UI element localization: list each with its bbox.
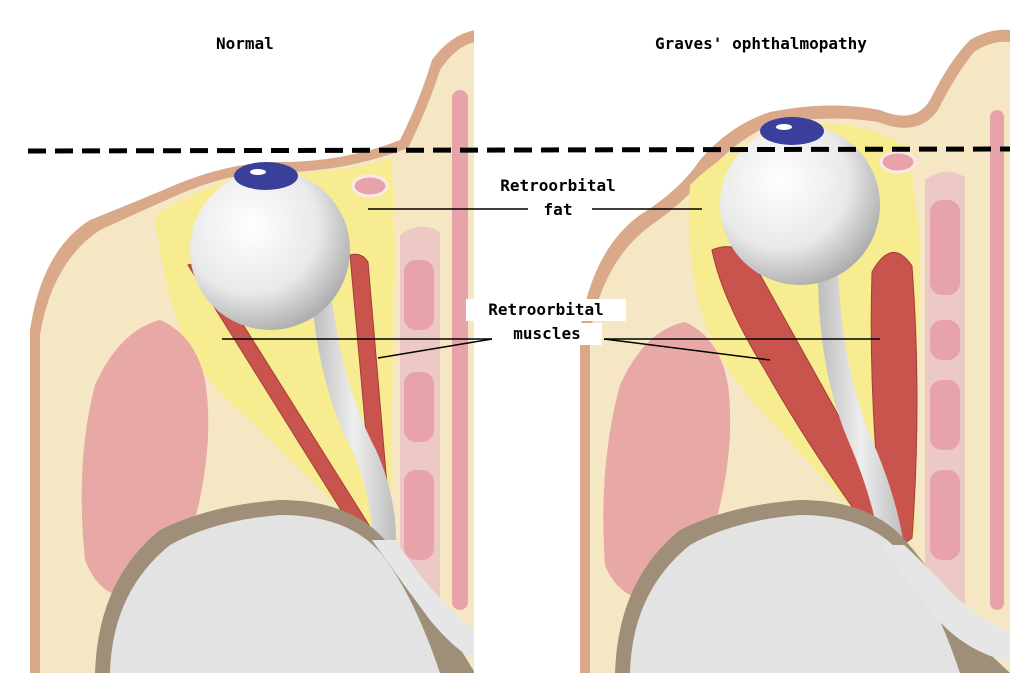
retroorbital-fat-label-line1: Retroorbital [478,175,638,197]
retroorbital-fat-label-line2: fat [528,199,588,221]
sinus-cell [930,200,960,295]
nerve-vessel [879,150,917,174]
sinus-cell [930,320,960,360]
sinus-cell [990,110,1004,610]
retroorbital-muscles-label-line1: Retroorbital [466,299,626,321]
iris [234,162,298,190]
sinus-cell [930,380,960,450]
cornea-highlight [776,124,792,130]
sinus-cell [404,260,434,330]
normal-title: Normal [216,34,274,53]
optic-tract [372,540,475,660]
sinus-cell [404,470,434,560]
sinus-cell [404,372,434,442]
retroorbital-muscles-label-line2: muscles [492,323,602,345]
brain [630,515,960,673]
sinus-cell [930,470,960,560]
graves-panel [580,29,1010,673]
reference-dashed-line [27,146,1011,154]
nerve-vessel [351,174,389,198]
iris [760,117,824,145]
normal-panel [30,30,475,673]
muscle-leader-right-medial [603,338,771,361]
optic-nerve [312,300,396,540]
muscle-leader-left-lateral [377,338,493,359]
optic-tract [880,545,1010,662]
proptotic-eyeball [720,125,880,285]
eyeball [190,170,350,330]
graves-title: Graves' ophthalmopathy [655,34,867,53]
cornea-highlight [250,169,266,175]
brain [110,515,440,673]
sinus-cell [452,90,468,610]
